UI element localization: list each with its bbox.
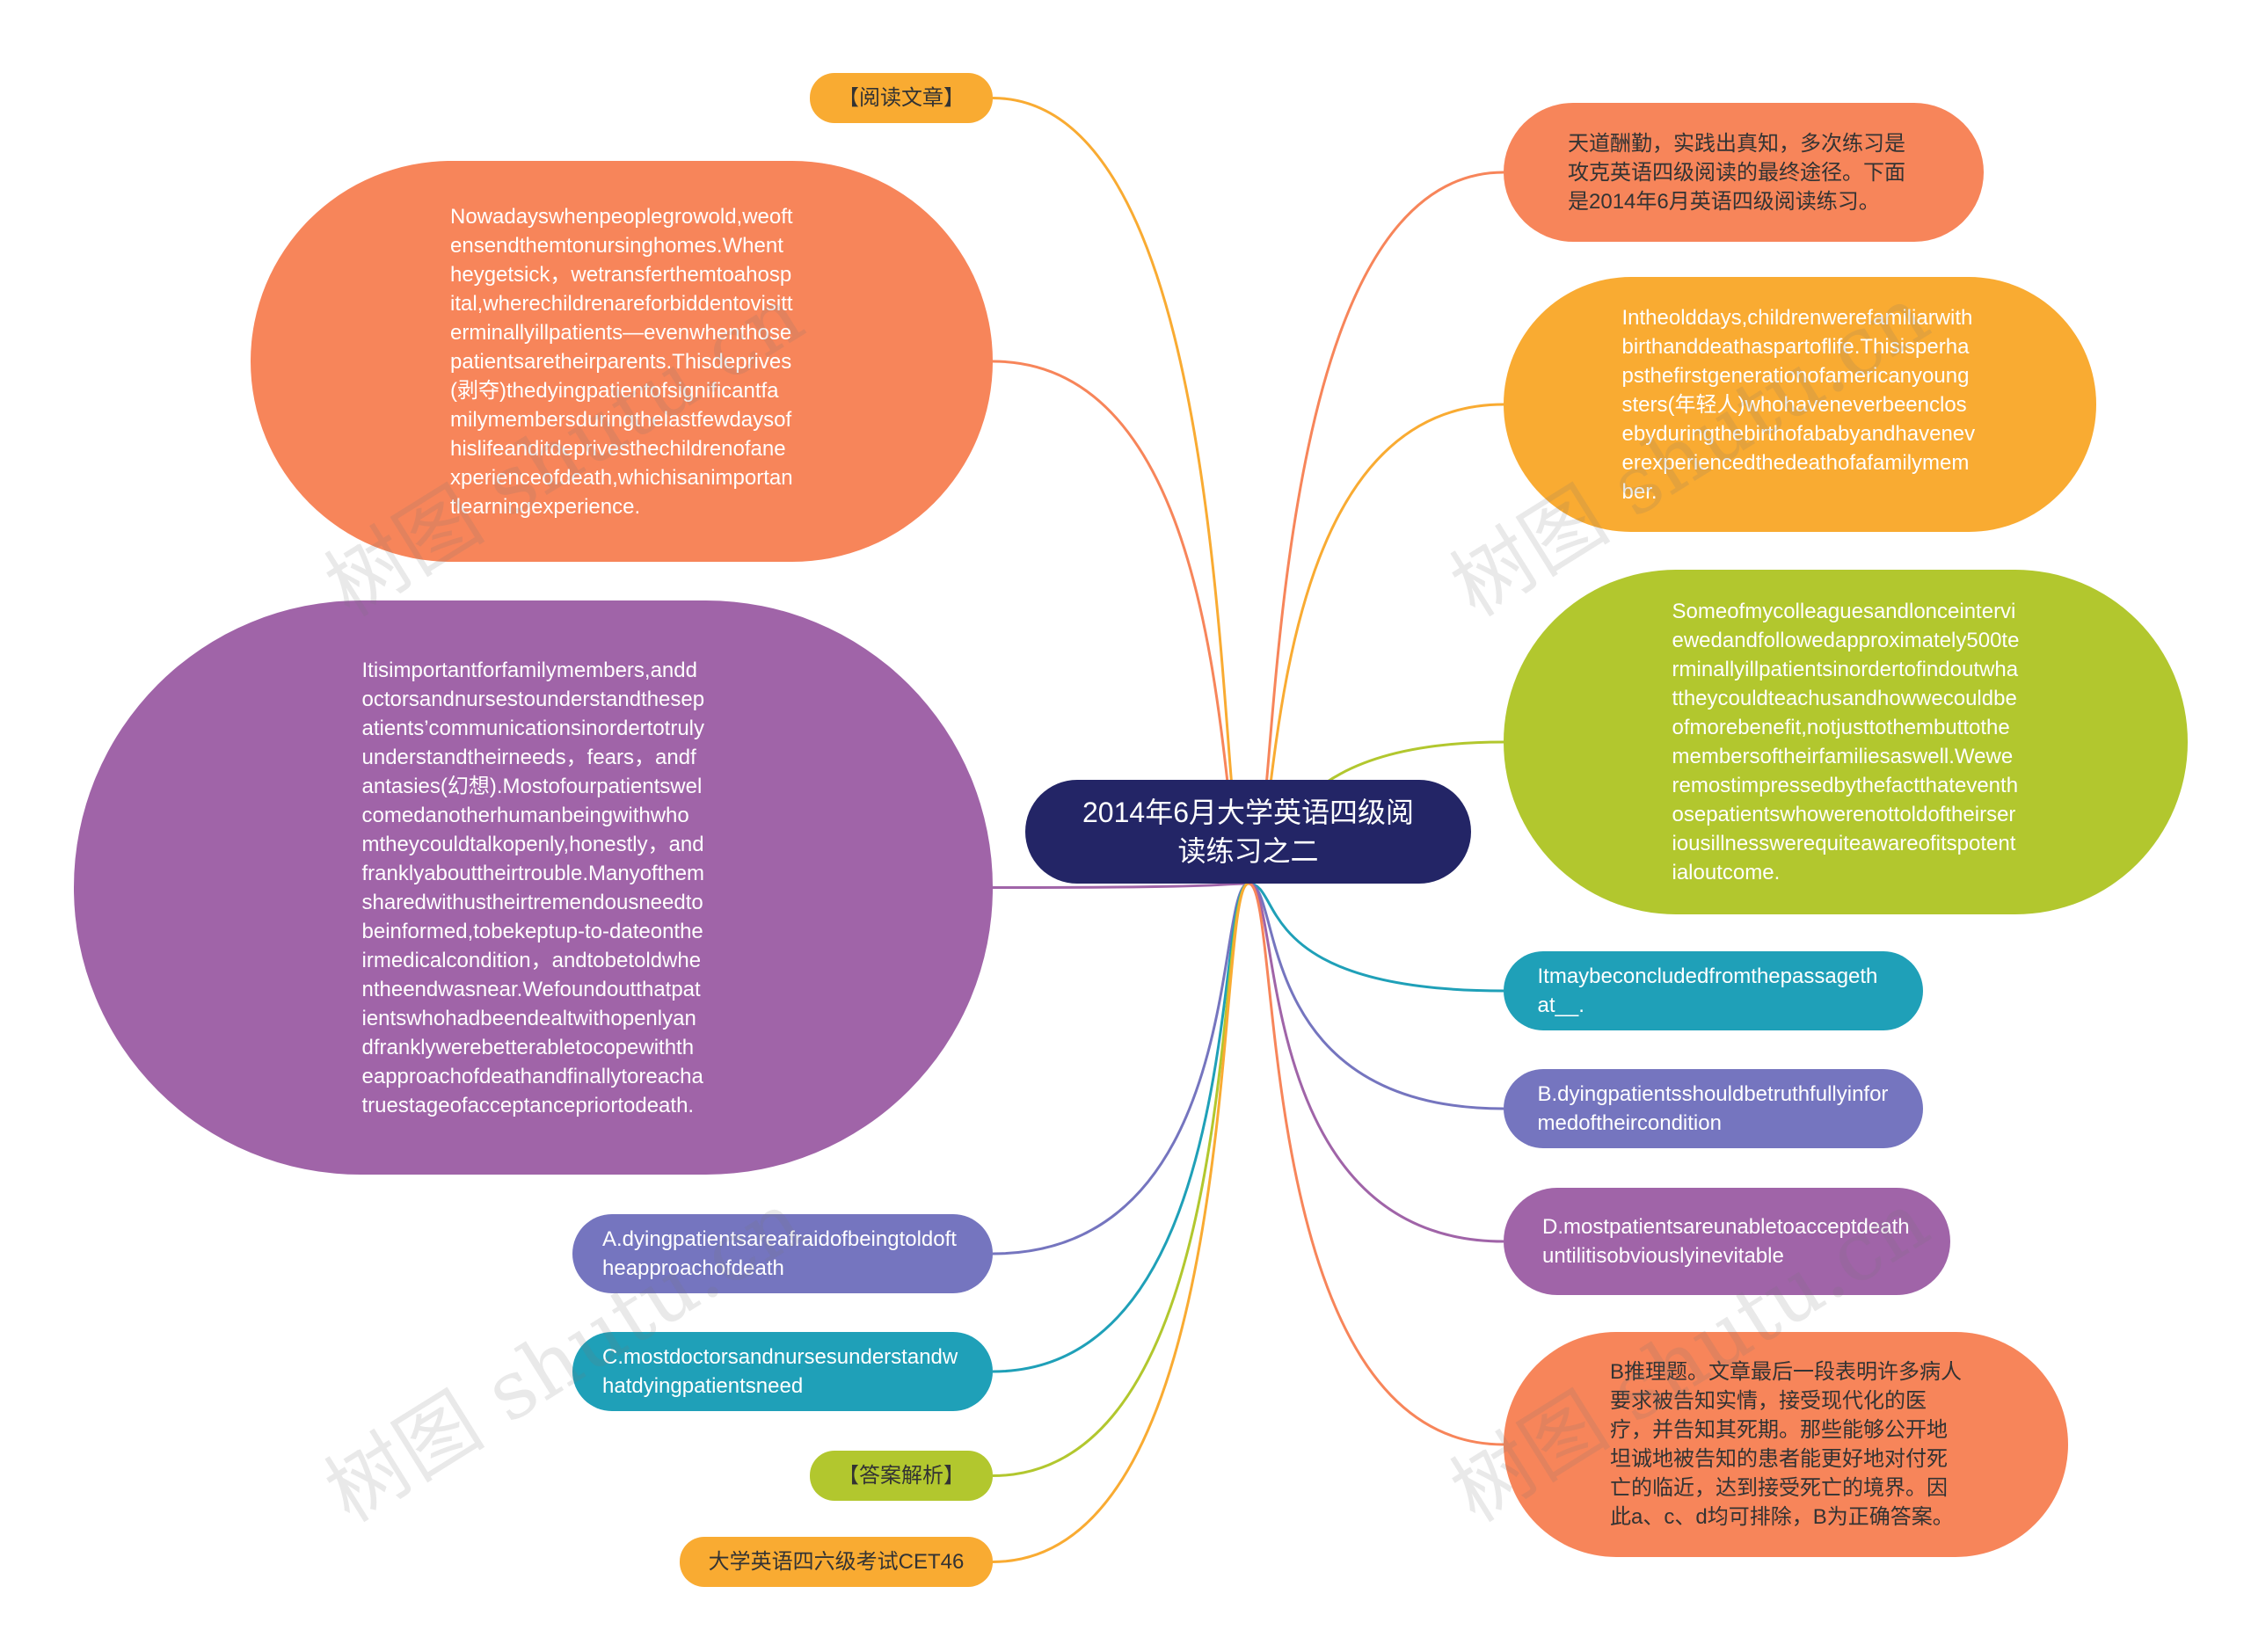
topic-intro[interactable]: 天道酬勤，实践出真知，多次练习是攻克英语四级阅读的最终途径。下面是2014年6月…: [1504, 103, 1984, 242]
topic-option-d[interactable]: D.mostpatientsareunabletoacceptdeathunti…: [1504, 1188, 1950, 1295]
topic-passage-paragraph-0[interactable]: Intheolddays,childrenwerefamiliarwithbir…: [1504, 277, 2096, 532]
connector-line-nL2: [992, 882, 1249, 889]
topic-label: Itmaybeconcludedfromthepassagethat__.: [1537, 964, 1878, 1017]
topic-label: B.dyingpatientsshouldbetruthfullyinforme…: [1537, 1082, 1889, 1135]
topic-passage-paragraph-1[interactable]: Nowadayswhenpeoplegrowold,weoftensendthe…: [251, 161, 993, 562]
topic-label: 天道酬勤，实践出真知，多次练习是攻克英语四级阅读的最终途径。下面是2014年6月…: [1568, 131, 1905, 214]
topic-label: D.mostpatientsareunabletoacceptdeathunti…: [1542, 1215, 1910, 1268]
topic-label: B推理题。文章最后一段表明许多病人要求被告知实情，接受现代化的医疗，并告知其死期…: [1610, 1360, 1963, 1529]
topic-cet46[interactable]: 大学英语四六级考试CET46: [680, 1537, 993, 1587]
central-topic[interactable]: 2014年6月大学英语四级阅读练习之二: [1025, 780, 1471, 884]
topic-label: C.mostdoctorsandnursesunderstandwhatdyin…: [602, 1345, 958, 1398]
connector-line-nL0: [992, 97, 1249, 885]
connector-line-nR0: [1248, 171, 1504, 885]
topic-label: 【答案解析】: [838, 1464, 965, 1488]
topic-label: Itisimportantforfamilymembers,anddoctors…: [361, 658, 705, 1117]
topic-option-b[interactable]: B.dyingpatientsshouldbetruthfullyinforme…: [1504, 1069, 1923, 1148]
topic-label: Nowadayswhenpeoplegrowold,weoftensendthe…: [450, 204, 793, 519]
connector-line-nR4: [1248, 882, 1504, 1110]
connector-line-nL4: [992, 882, 1249, 1373]
topic-passage-paragraph-2[interactable]: Someofmycolleaguesandlonceinterviewedand…: [1504, 570, 2188, 914]
topic-label: Intheolddays,childrenwerefamiliarwithbir…: [1621, 305, 1976, 504]
topic-reading-article[interactable]: 【阅读文章】: [810, 73, 993, 123]
central-topic-label: 2014年6月大学英语四级阅读练习之二: [1082, 797, 1414, 867]
topic-option-c[interactable]: C.mostdoctorsandnursesunderstandwhatdyin…: [572, 1332, 993, 1411]
connector-line-nL6: [992, 882, 1249, 1563]
topic-passage-paragraph-3[interactable]: Itisimportantforfamilymembers,anddoctors…: [74, 600, 993, 1175]
topic-option-a[interactable]: A.dyingpatientsareafraidofbeingtoldofthe…: [572, 1214, 993, 1293]
topic-label: A.dyingpatientsareafraidofbeingtoldofthe…: [602, 1227, 957, 1280]
topic-question[interactable]: Itmaybeconcludedfromthepassagethat__.: [1504, 951, 1923, 1030]
connector-line-nR5: [1248, 882, 1504, 1243]
topic-label: Someofmycolleaguesandlonceinterviewedand…: [1672, 600, 2020, 884]
topic-answer-explanation[interactable]: B推理题。文章最后一段表明许多病人要求被告知实情，接受现代化的医疗，并告知其死期…: [1504, 1332, 2068, 1557]
topic-label: 【阅读文章】: [838, 86, 965, 110]
topic-label: 大学英语四六级考试CET46: [708, 1550, 965, 1574]
connector-line-nL3: [992, 882, 1249, 1255]
connector-line-nR3: [1248, 882, 1504, 993]
connector-line-nR6: [1248, 882, 1504, 1446]
topic-answer-analysis[interactable]: 【答案解析】: [810, 1451, 993, 1501]
